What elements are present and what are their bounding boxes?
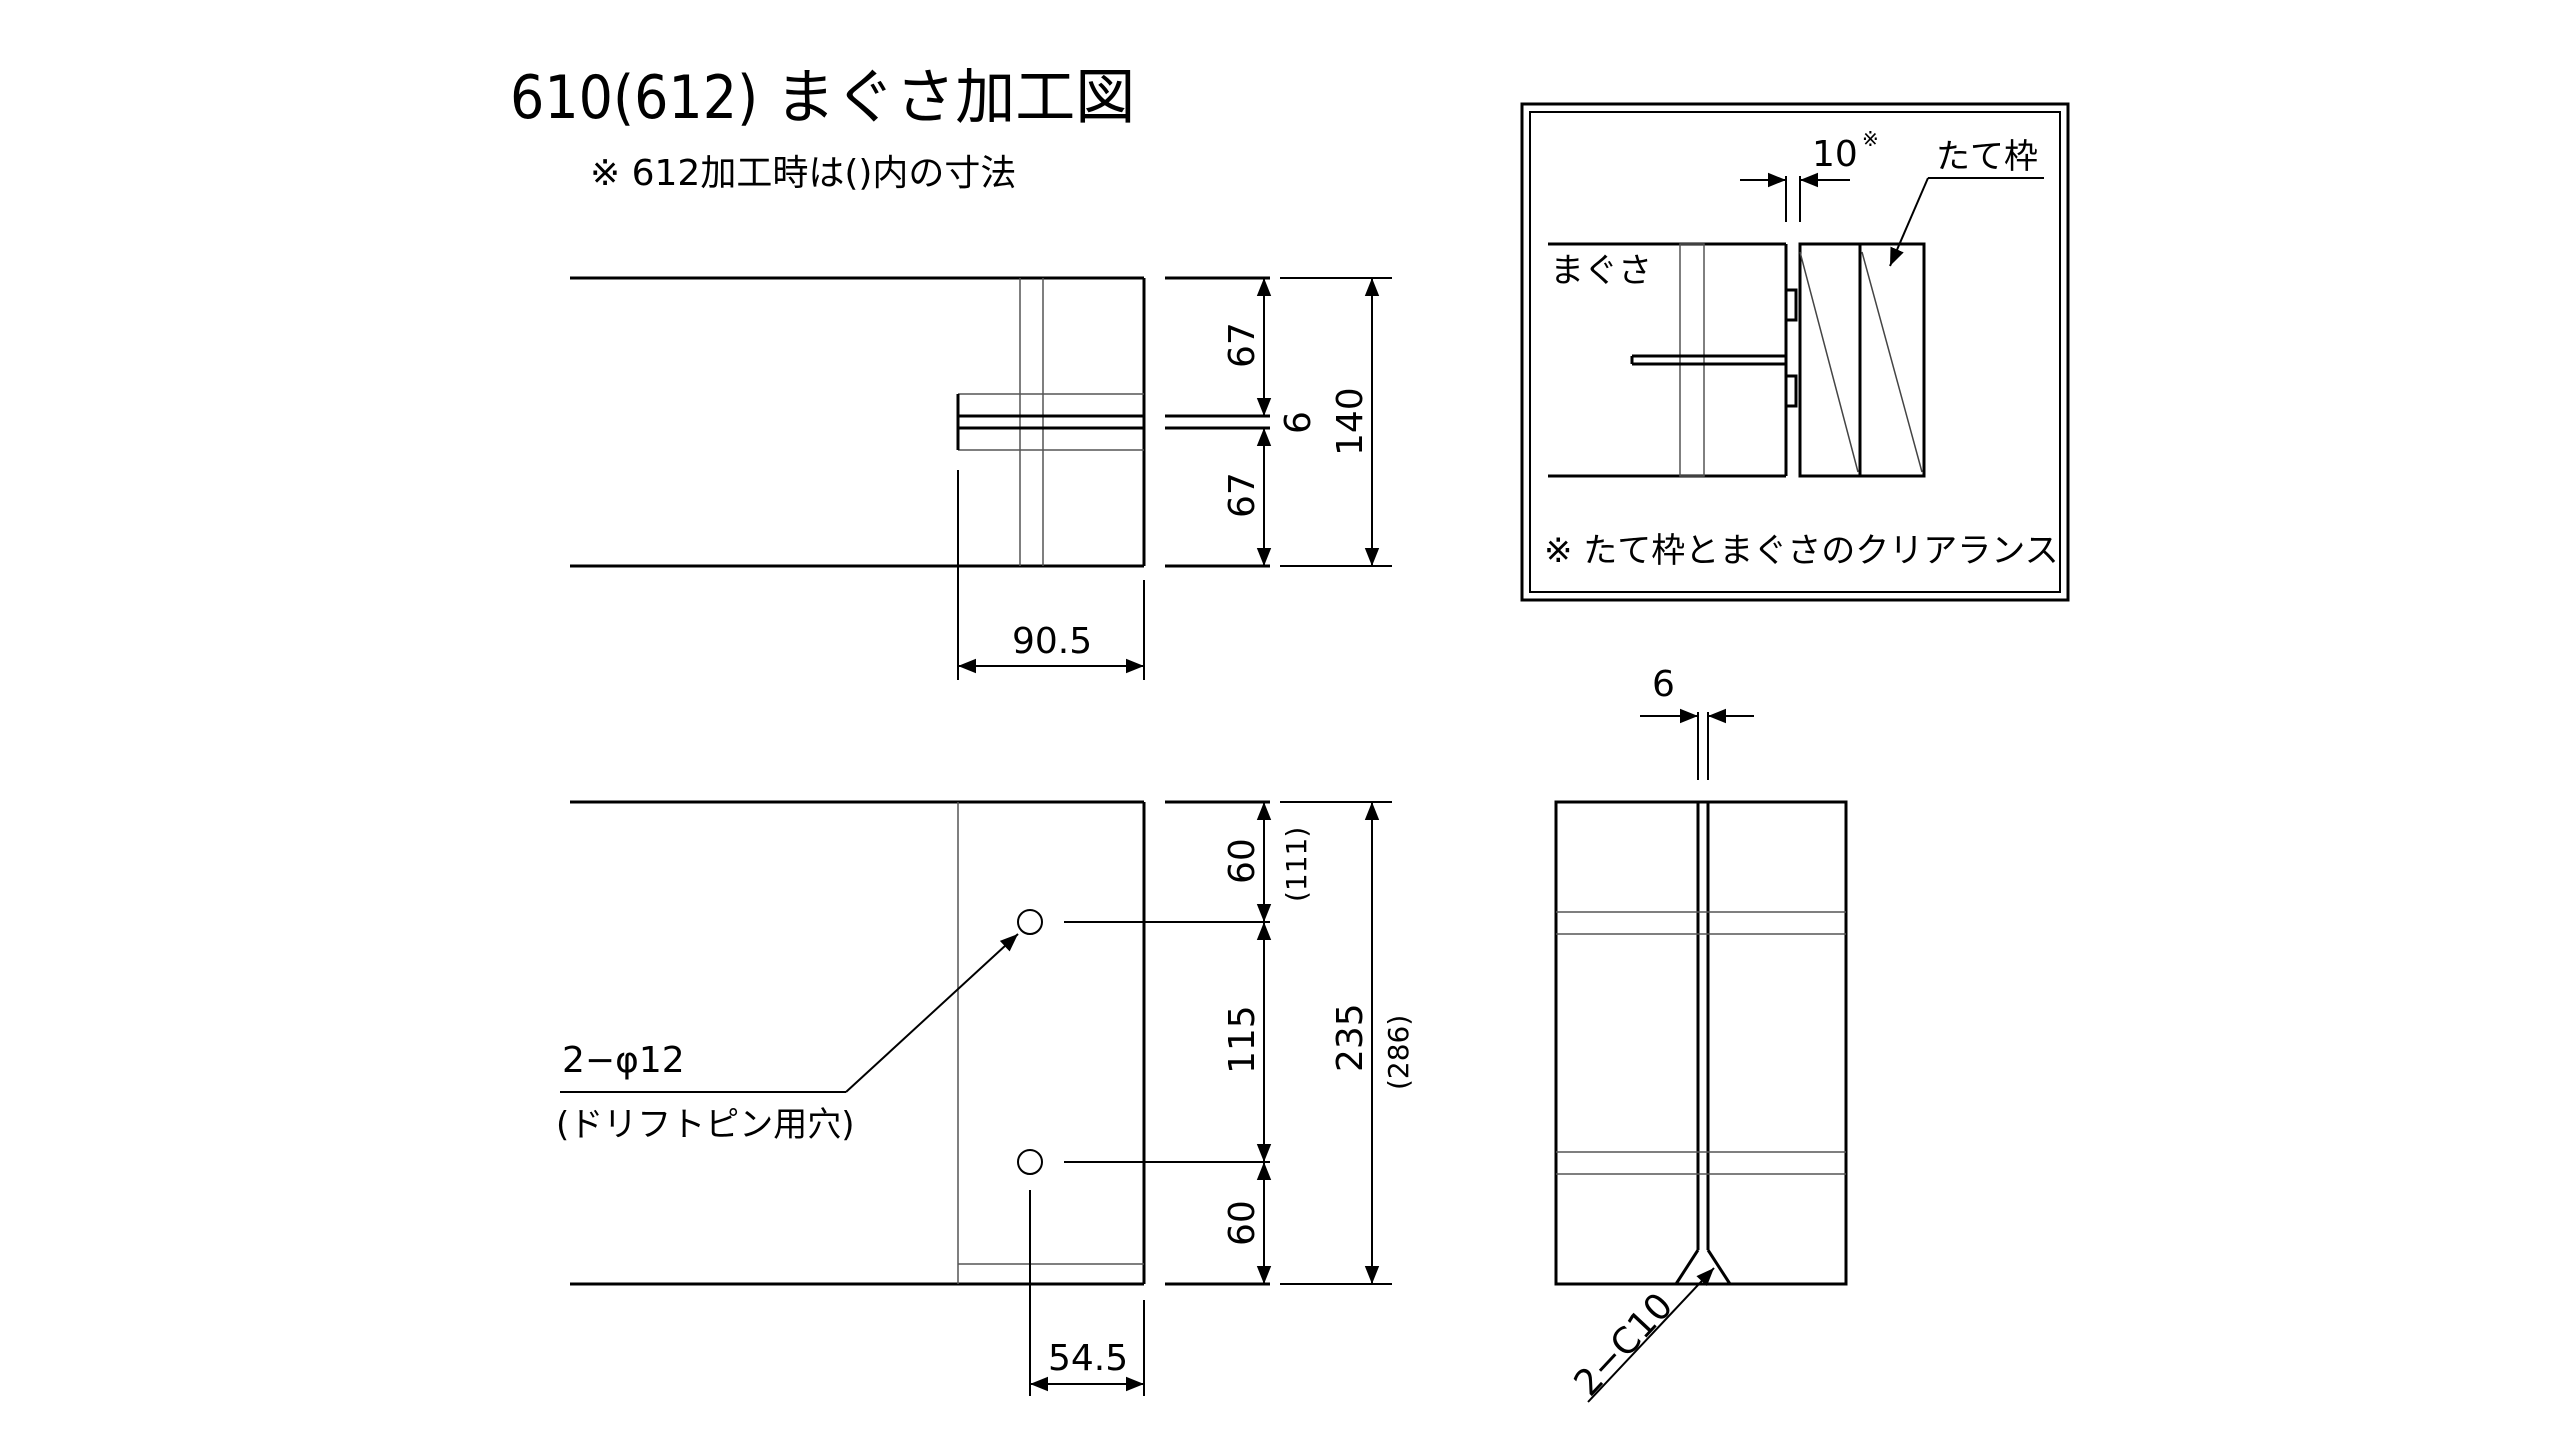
dim-60-upper: 60 bbox=[1222, 838, 1263, 884]
dim-115: 115 bbox=[1222, 1005, 1263, 1074]
dim-67-lower: 67 bbox=[1222, 472, 1263, 518]
end-view: 6 2−C10 bbox=[1554, 664, 1848, 1404]
detail-caption: ※ たて枠とまぐさのクリアランス bbox=[1544, 531, 2059, 571]
dim-111: (111) bbox=[1280, 827, 1313, 902]
dim-6: 6 bbox=[1278, 411, 1319, 434]
chamfer-label: 2−C10 bbox=[1567, 1285, 1682, 1404]
page-title: 610(612) まぐさ加工図 bbox=[510, 63, 1135, 133]
dim-60-lower: 60 bbox=[1222, 1200, 1263, 1246]
dim-286: (286) bbox=[1382, 1015, 1415, 1090]
detail-dim-10: 10 bbox=[1812, 134, 1858, 175]
detail-box: 10 ※ たて枠 まぐさ ※ たて枠とまぐさのクリアランス bbox=[1520, 102, 2070, 602]
dimension-note: ※ 612加工時は()内の寸法 bbox=[590, 153, 1016, 194]
pin-hole-upper bbox=[1017, 909, 1043, 935]
dim-140: 140 bbox=[1330, 387, 1371, 456]
detail-label-lintel: まぐさ bbox=[1550, 251, 1652, 291]
pin-hole-lower bbox=[1017, 1149, 1043, 1175]
dim-235: 235 bbox=[1330, 1003, 1371, 1072]
hole-label: 2−φ12 bbox=[562, 1040, 685, 1081]
dim-67-upper: 67 bbox=[1222, 322, 1263, 368]
dim-90-5: 90.5 bbox=[1012, 621, 1092, 662]
dim-54-5: 54.5 bbox=[1048, 1338, 1128, 1379]
top-view: 90.5 67 6 67 140 bbox=[570, 276, 1392, 680]
end-dim-6: 6 bbox=[1652, 664, 1675, 705]
hole-note: (ドリフトピン用穴) bbox=[556, 1105, 855, 1145]
detail-label-frame: たて枠 bbox=[1936, 137, 2038, 177]
detail-dim-10-mark: ※ bbox=[1862, 127, 1879, 151]
front-view: 2−φ12 (ドリフトピン用穴) 54.5 60 (111) 115 60 23… bbox=[556, 800, 1415, 1396]
